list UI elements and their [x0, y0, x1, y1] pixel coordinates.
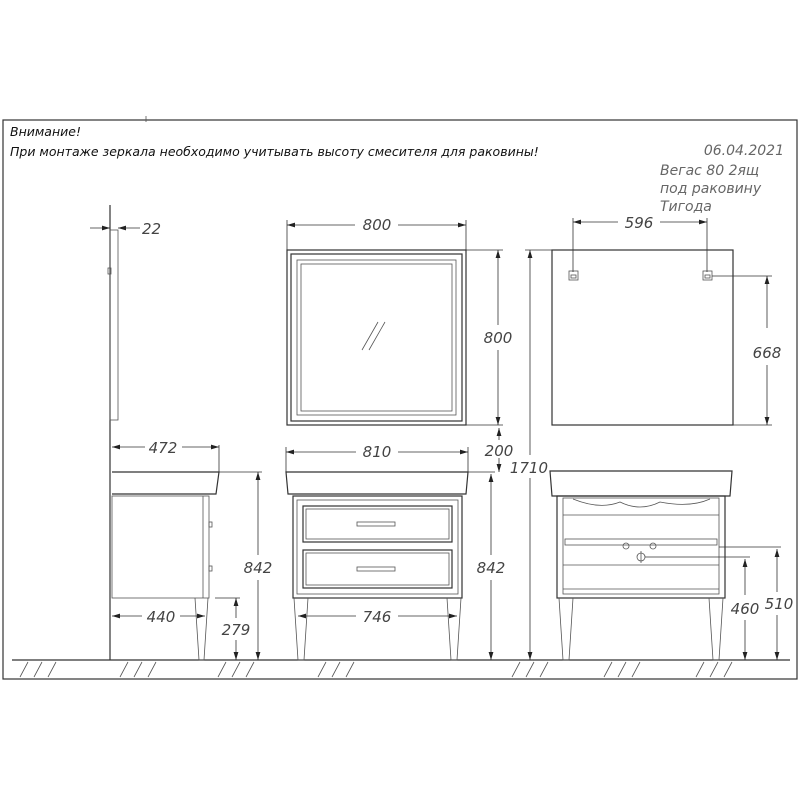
- dim-mirror-width: 800: [363, 216, 392, 234]
- dim-vanity-height-side: 842: [244, 559, 273, 577]
- dim-mirror-height: 800: [484, 329, 513, 347]
- note-warning: При монтаже зеркала необходимо учитывать…: [10, 144, 539, 159]
- dim-water-height: 510: [765, 595, 794, 613]
- dim-leg-height: 279: [222, 621, 251, 639]
- dim-cabinet-depth: 440: [147, 608, 176, 626]
- back-vanity: [549, 470, 733, 661]
- dim-gap-sink-mirror: 200: [485, 442, 514, 460]
- model-line-3: Тигода: [660, 199, 712, 215]
- model-line-2: под раковину: [660, 181, 762, 197]
- dim-sink-depth: 472: [149, 439, 178, 457]
- dim-total-height: 1710: [510, 459, 548, 477]
- front-vanity: [285, 471, 469, 661]
- side-view: [107, 205, 220, 661]
- note-title: Внимание!: [10, 124, 81, 139]
- dim-hook-height: 668: [753, 344, 782, 362]
- drawing-frame: [2, 119, 798, 680]
- back-mirror: [551, 249, 734, 426]
- dim-vanity-height-front: 842: [477, 559, 506, 577]
- front-mirror: [286, 249, 467, 426]
- dim-hook-spacing: 596: [625, 214, 654, 232]
- dim-leg-spacing: 746: [363, 608, 392, 626]
- dim-drain-height: 460: [731, 600, 760, 618]
- floor-line: [12, 659, 790, 678]
- model-line-1: Вегас 80 2ящ: [660, 163, 759, 179]
- date-label: 06.04.2021: [704, 143, 784, 159]
- dim-sink-width: 810: [363, 443, 392, 461]
- dim-mirror-depth: 22: [142, 220, 161, 238]
